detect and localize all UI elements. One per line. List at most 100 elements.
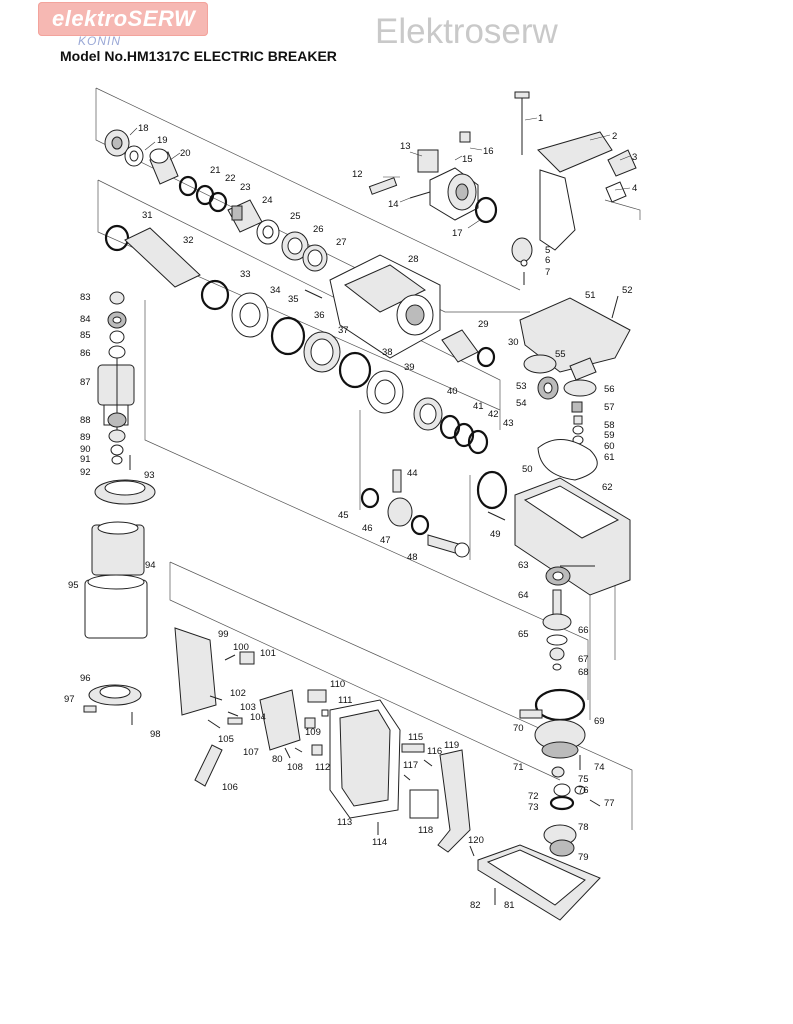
part-86-fan	[108, 345, 126, 359]
part-label-81: 81	[504, 900, 515, 911]
part-label-52: 52	[622, 285, 633, 296]
part-73-o-ring	[549, 795, 575, 811]
part-label-14: 14	[388, 199, 399, 210]
part-label-56: 56	[604, 384, 615, 395]
part-46-piston	[387, 497, 413, 527]
part-85-washer	[109, 330, 125, 344]
part-label-64: 64	[518, 590, 529, 601]
part-label-50: 50	[522, 464, 533, 475]
part-label-39: 39	[404, 362, 415, 373]
part-label-21: 21	[210, 165, 221, 176]
part-18-bearing	[104, 129, 130, 157]
part-66-washer	[546, 634, 568, 646]
part-label-48: 48	[407, 552, 418, 563]
brand-logo-text: elektroSERW	[52, 6, 196, 31]
part-36-ring	[270, 316, 306, 356]
part-labels: 1 2 3 4 5 6 7 12 13 14 15 16 17 18 19 20…	[64, 113, 637, 911]
part-label-87: 87	[80, 377, 91, 388]
part-106-cord-guard	[194, 744, 223, 787]
part-28-cylinder-housing	[329, 254, 441, 359]
part-47-o-ring	[410, 514, 430, 536]
part-label-100: 100	[233, 642, 249, 653]
part-label-25: 25	[290, 211, 301, 222]
part-label-30: 30	[508, 337, 519, 348]
part-107-controller	[259, 689, 301, 751]
part-label-66: 66	[578, 625, 589, 636]
part-label-101: 101	[260, 648, 276, 659]
part-label-92: 92	[80, 467, 91, 478]
part-84-bearing	[107, 311, 127, 329]
part-label-69: 69	[594, 716, 605, 727]
part-label-22: 22	[225, 173, 236, 184]
part-91-washer	[111, 455, 123, 465]
part-111-pin	[321, 709, 329, 717]
part-83-cap	[109, 291, 125, 305]
brand-logo	[38, 2, 208, 36]
part-113-motor-housing-cover	[329, 699, 401, 819]
part-label-118: 118	[418, 825, 433, 836]
part-label-5: 5	[545, 245, 550, 256]
part-87-armature	[97, 358, 135, 440]
part-38-ring	[338, 351, 372, 389]
part-label-17: 17	[452, 228, 463, 239]
part-4-clip	[605, 181, 627, 203]
part-label-44: 44	[407, 468, 418, 479]
part-label-53: 53	[516, 381, 527, 392]
part-label-54: 54	[516, 398, 527, 409]
part-label-19: 19	[157, 135, 168, 146]
part-label-62: 62	[602, 482, 613, 493]
part-72-cap	[553, 783, 571, 797]
part-label-38: 38	[382, 347, 393, 358]
part-77-pin	[589, 799, 601, 807]
part-104-clamp	[227, 717, 243, 725]
part-label-67: 67	[578, 654, 589, 665]
part-99-bracket	[174, 627, 217, 716]
part-32-cylinder	[124, 227, 201, 288]
part-56-gear	[563, 379, 597, 397]
part-label-116: 116	[427, 746, 442, 757]
part-34-spring	[231, 292, 269, 338]
part-label-95: 95	[68, 580, 79, 591]
part-109-capacitor	[304, 717, 316, 729]
part-label-107: 107	[243, 747, 259, 758]
part-97-brush	[83, 705, 97, 713]
part-26-ring	[281, 231, 309, 261]
part-95-motor-housing	[84, 574, 148, 639]
part-label-65: 65	[518, 629, 529, 640]
part-33-ring	[200, 279, 230, 311]
part-label-109: 109	[305, 727, 321, 738]
part-label-60: 60	[604, 441, 615, 452]
part-69-o-ring	[534, 688, 586, 722]
part-30-o-ring	[476, 346, 496, 368]
part-label-3: 3	[632, 152, 637, 163]
part-49-pin	[487, 511, 506, 521]
part-label-1: 1	[538, 113, 543, 124]
part-label-105: 105	[218, 734, 234, 745]
part-label-27: 27	[336, 237, 347, 248]
part-59-washer	[572, 425, 584, 435]
part-label-76: 76	[578, 785, 589, 796]
part-label-51: 51	[585, 290, 596, 301]
part-29-piston	[441, 329, 479, 363]
part-94-field	[91, 521, 145, 576]
part-110-switch	[307, 689, 327, 703]
part-label-26: 26	[313, 224, 324, 235]
part-50-o-ring	[476, 470, 508, 510]
part-41-o-ring	[439, 414, 461, 440]
part-39-spring	[366, 370, 404, 414]
part-label-111: 111	[338, 695, 352, 706]
part-label-13: 13	[400, 141, 411, 152]
part-80-screw	[284, 747, 291, 759]
part-label-18: 18	[138, 123, 149, 134]
part-52-screw	[611, 295, 619, 319]
part-label-29: 29	[478, 319, 489, 330]
part-45-o-ring	[360, 487, 380, 509]
leader-lines	[129, 117, 631, 229]
part-62-crank-housing	[514, 477, 631, 596]
part-label-74: 74	[594, 762, 605, 773]
part-label-117: 117	[403, 760, 418, 771]
part-label-55: 55	[555, 349, 566, 360]
part-label-85: 85	[80, 330, 91, 341]
part-23-o-ring	[208, 191, 228, 213]
part-label-106: 106	[222, 782, 238, 793]
